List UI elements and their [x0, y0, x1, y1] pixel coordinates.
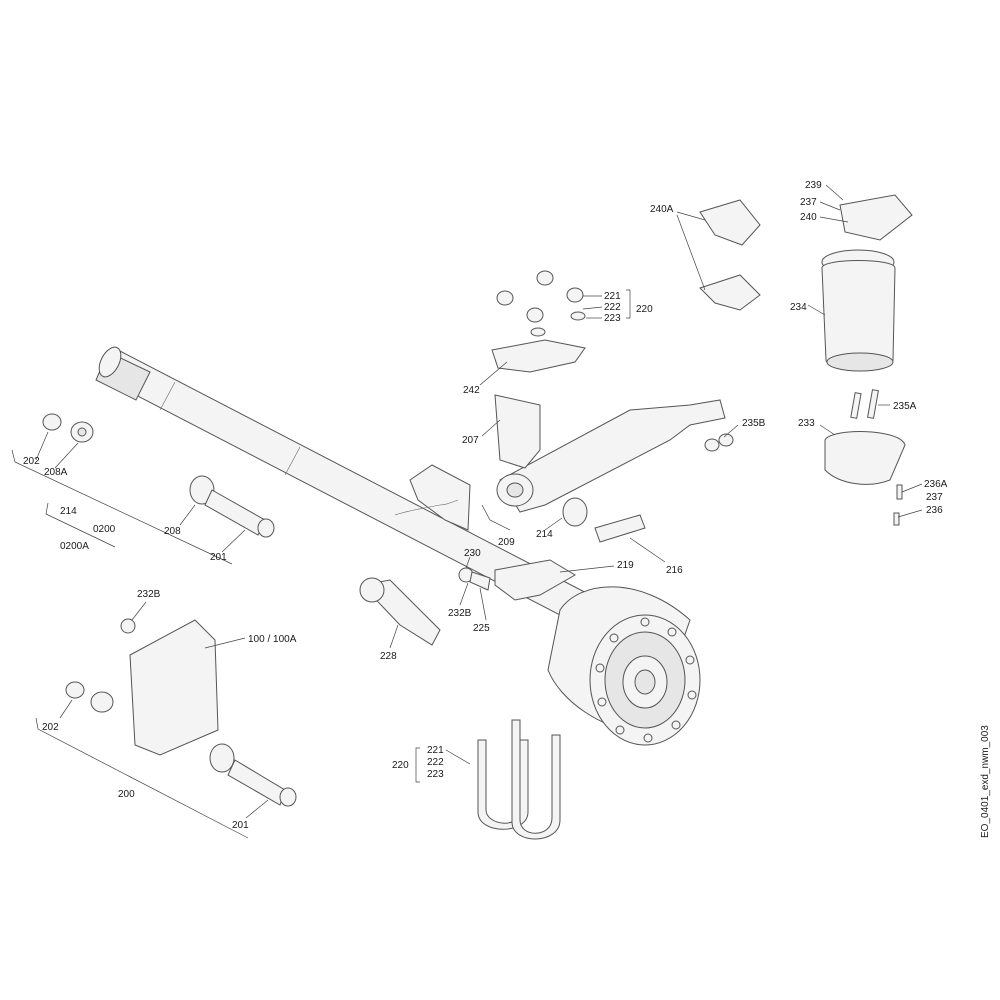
label-0200: 0200 [93, 524, 116, 535]
trailing-arm [496, 399, 726, 513]
label-239: 239 [805, 180, 822, 191]
label-214: 214 [60, 506, 77, 517]
u-bolts [477, 719, 561, 840]
wear-plate [594, 514, 646, 543]
label-240A: 240A [650, 204, 674, 215]
drawing-id: EO_0401_exd_nwm_003 [980, 725, 991, 838]
label-222-lower: 222 [427, 757, 444, 768]
label-232B-lower: 232B [137, 589, 161, 600]
shock-bracket [409, 464, 471, 531]
hanger-bracket [494, 394, 541, 469]
wheel-studs [595, 617, 697, 743]
left-hardware-lower [65, 618, 297, 807]
axle-seat-lower [494, 559, 576, 601]
label-220-lower: 220 [392, 760, 409, 771]
label-207: 207 [462, 435, 479, 446]
label-232B: 232B [448, 608, 472, 619]
label-223-lower: 223 [427, 769, 444, 780]
bolt [896, 484, 903, 500]
label-237b: 237 [926, 492, 943, 503]
piston-plate [824, 431, 906, 485]
label-236A: 236A [924, 479, 948, 490]
label-221-lower: 221 [427, 745, 444, 756]
label-235A: 235A [893, 401, 917, 412]
bolt [893, 512, 900, 526]
bolt-225 [469, 571, 491, 591]
label-208: 208 [164, 526, 181, 537]
label-222: 222 [604, 302, 621, 313]
nut-235B [704, 438, 720, 452]
shock-eye [359, 577, 385, 603]
brake-drum [547, 586, 701, 746]
label-214b: 214 [536, 529, 553, 540]
tension-spring [394, 499, 459, 516]
nuts-washers-upper [496, 270, 586, 337]
label-233: 233 [798, 418, 815, 429]
label-209: 209 [498, 537, 515, 548]
label-201-lower: 201 [232, 820, 249, 831]
label-202: 202 [23, 456, 40, 467]
axle-tube [95, 346, 601, 629]
label-208A: 208A [44, 467, 68, 478]
bushing [562, 497, 588, 527]
label-0200A: 0200A [60, 541, 89, 552]
label-237: 237 [800, 197, 817, 208]
label-200: 200 [118, 789, 135, 800]
part-labels: 239 237 240 240A 234 235A 233 236A 237 2… [23, 180, 948, 831]
axle-seat-upper [491, 339, 586, 373]
label-242: 242 [463, 385, 480, 396]
label-202-lower: 202 [42, 722, 59, 733]
label-220: 220 [636, 304, 653, 315]
leader-lines [11, 184, 923, 839]
air-spring [821, 194, 913, 372]
left-hardware-upper [42, 413, 275, 538]
label-219: 219 [617, 560, 634, 571]
label-230: 230 [464, 548, 481, 559]
mounting-bracket [129, 619, 219, 756]
brackets-240A [699, 199, 761, 311]
pins [850, 389, 879, 419]
label-225: 225 [473, 623, 490, 634]
label-235B: 235B [742, 418, 766, 429]
label-216: 216 [666, 565, 683, 576]
label-221: 221 [604, 291, 621, 302]
label-201: 201 [210, 552, 227, 563]
label-100-100A: 100 / 100A [248, 634, 297, 645]
label-228: 228 [380, 651, 397, 662]
label-234: 234 [790, 302, 807, 313]
label-240: 240 [800, 212, 817, 223]
label-236: 236 [926, 505, 943, 516]
nut-235B [718, 433, 734, 447]
label-223: 223 [604, 313, 621, 324]
